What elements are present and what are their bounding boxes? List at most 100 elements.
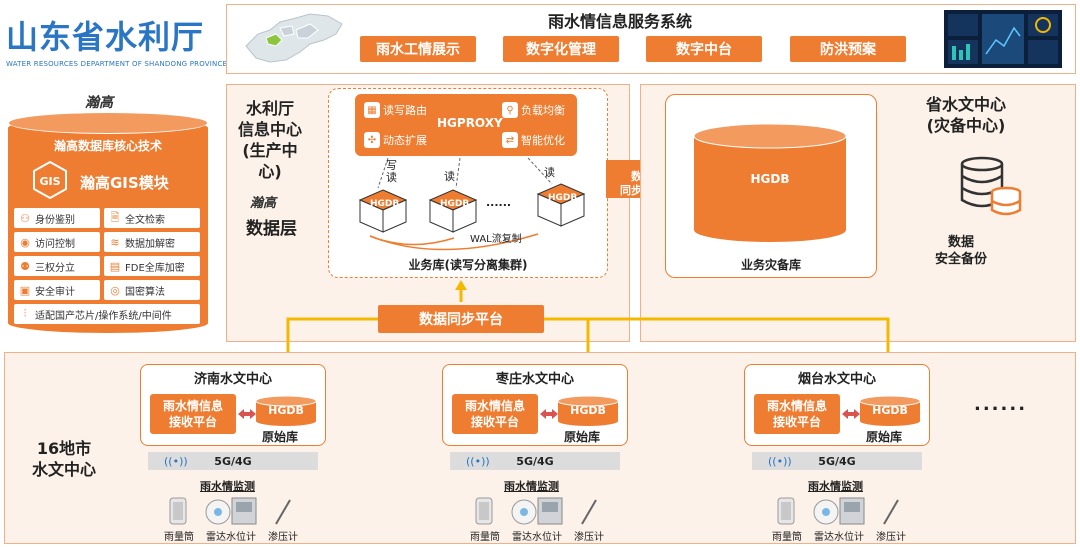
hg-brand-logo: 瀚高 [85,95,113,111]
proxy-item-rw-route: ▦读写路由 [364,100,427,120]
layers-icon: ≋ [110,235,120,249]
network-bar-jinan: 5G/4G [148,452,318,470]
feature-sm: ◎国密算法 [104,280,200,300]
device-piezometer: 渗压计 [876,532,906,543]
audit-icon: ▣ [19,283,31,297]
device-piezometer: 渗压计 [268,532,298,543]
nav-button-digital-management[interactable]: 数字化管理 [503,36,619,62]
proxy-item-balance: ⚲负载均衡 [502,100,565,120]
monitor-label-yantai: 雨水情监测 [808,480,863,493]
network-bar-zaozhuang: 5G/4G [450,452,620,470]
logo-subtitle: WATER RESOURCES DEPARTMENT OF SHANDONG P… [6,60,228,68]
hg-brand-logo-small: 瀚高 [250,196,277,211]
gis-module-title: 瀚高GIS模块 [80,174,169,192]
devices-zaozhuang [475,497,597,525]
dept-title: 水利厅 信息中心 (生产中心) [237,99,302,181]
hgdb-cube-primary [358,189,408,233]
hgdb-raw-yantai [860,396,920,426]
expand-icon: ✣ [364,132,380,148]
shield-icon: ◎ [110,283,120,297]
wal-label: WAL流复制 [470,234,522,245]
grid-icon: ▦ [364,102,380,118]
device-rain-gauge: 雨量筒 [470,532,500,543]
backup-db-label: HGDB [750,172,790,186]
db-lock-icon: ▤ [109,259,121,273]
cluster-label: 业务库(读写分离集群) [408,258,528,272]
cube-label-3: HGDB [548,193,578,203]
nav-button-rain-display[interactable]: 雨水工情展示 [360,36,476,62]
devices-jinan [169,497,291,525]
signal-icon: ((•)) [768,455,792,468]
cities-label: 16地市 水文中心 [31,439,96,479]
dashboard-thumbnail [944,10,1062,68]
proxy-item-scale: ✣动态扩展 [364,130,427,150]
feature-encrypt: ≋数据加解密 [104,232,200,252]
center-title-yantai: 烟台水文中心 [797,372,876,387]
hgproxy-label: HGPROXY [437,116,503,130]
svg-text:GIS: GIS [39,175,60,188]
hgdb-cylinder-backup [694,124,846,242]
raw-label-jinan: 原始库 [262,430,299,444]
feature-separation: ⚉三权分立 [14,256,100,276]
user-icon: ⚇ [20,211,30,225]
devices-yantai [777,497,899,525]
shandong-map-icon [245,13,343,63]
monitor-label-jinan: 雨水情监测 [200,480,255,493]
raw-db-label-zaozhuang: HGDB [570,404,606,417]
nav-button-data-platform[interactable]: 数字中台 [646,36,762,62]
bidirectional-arrow-icon [842,409,860,419]
search-doc-icon: 🗎 [110,210,120,224]
raw-db-label-yantai: HGDB [872,404,908,417]
signal-icon: ((•)) [164,455,188,468]
cube-label-1: HGDB [370,199,400,209]
device-piezometer: 渗压计 [574,532,604,543]
disaster-label: 业务灾备库 [740,258,801,272]
database-backup-icon [960,156,1022,216]
hgdb-raw-jinan [256,396,316,426]
feature-fde: ▤FDE全库加密 [104,256,200,276]
proxy-item-optimize: ⇄智能优化 [502,130,565,150]
device-radar: 雷达水位计 [814,532,864,543]
bidirectional-arrow-icon [238,409,256,419]
tech-title: 瀚高数据库核心技术 [53,139,162,153]
device-rain-gauge: 雨量筒 [772,532,802,543]
recv-platform-jinan: 雨水情信息接收平台 [150,394,236,434]
device-radar: 雷达水位计 [512,532,562,543]
center-title-zaozhuang: 枣庄水文中心 [495,372,574,387]
feature-adapt: ⫶适配国产芯片/操作系统/中间件 [14,304,200,324]
data-layer-label: 数据层 [246,219,297,239]
cube-label-2: HGDB [440,199,470,209]
monitor-label-zaozhuang: 雨水情监测 [504,480,559,493]
device-radar: 雷达水位计 [206,532,256,543]
recv-platform-zaozhuang: 雨水情信息接收平台 [452,394,538,434]
network-bar-yantai: 5G/4G [752,452,922,470]
bidirectional-arrow-icon [540,409,558,419]
more-cities-dots: ...... [974,394,1028,415]
tech-cylinder-top [8,112,208,134]
feature-access: ◉访问控制 [14,232,100,252]
cube-dots: ...... [486,196,512,209]
raw-label-zaozhuang: 原始库 [564,430,601,444]
feature-identity: ⚇身份鉴别 [14,208,100,228]
network-icon: ⚲ [502,102,518,118]
nav-button-flood-plan[interactable]: 防洪预案 [790,36,906,62]
write-label: 写读 [386,159,397,184]
recv-platform-yantai: 雨水情信息接收平台 [754,394,840,434]
sync-icon: ⇄ [502,132,518,148]
sliders-icon: ⫶ [23,307,27,320]
gis-icon: GIS [33,160,67,200]
users-icon: ⚉ [20,259,30,273]
raw-db-label-jinan: HGDB [268,404,304,417]
eye-icon: ◉ [20,235,30,249]
province-title: 省水文中心 (灾备中心) [925,95,1006,135]
hgdb-cube-replica-1 [428,189,478,233]
feature-audit: ▣安全审计 [14,280,100,300]
read-label-3: 读 [544,166,555,179]
hgdb-cube-replica-n [536,183,586,227]
feature-fulltext: 🗎全文检索 [104,208,200,228]
raw-label-yantai: 原始库 [866,430,903,444]
system-title: 雨水情信息服务系统 [547,12,692,31]
center-title-jinan: 济南水文中心 [193,372,272,387]
signal-icon: ((•)) [466,455,490,468]
device-rain-gauge: 雨量筒 [164,532,194,543]
